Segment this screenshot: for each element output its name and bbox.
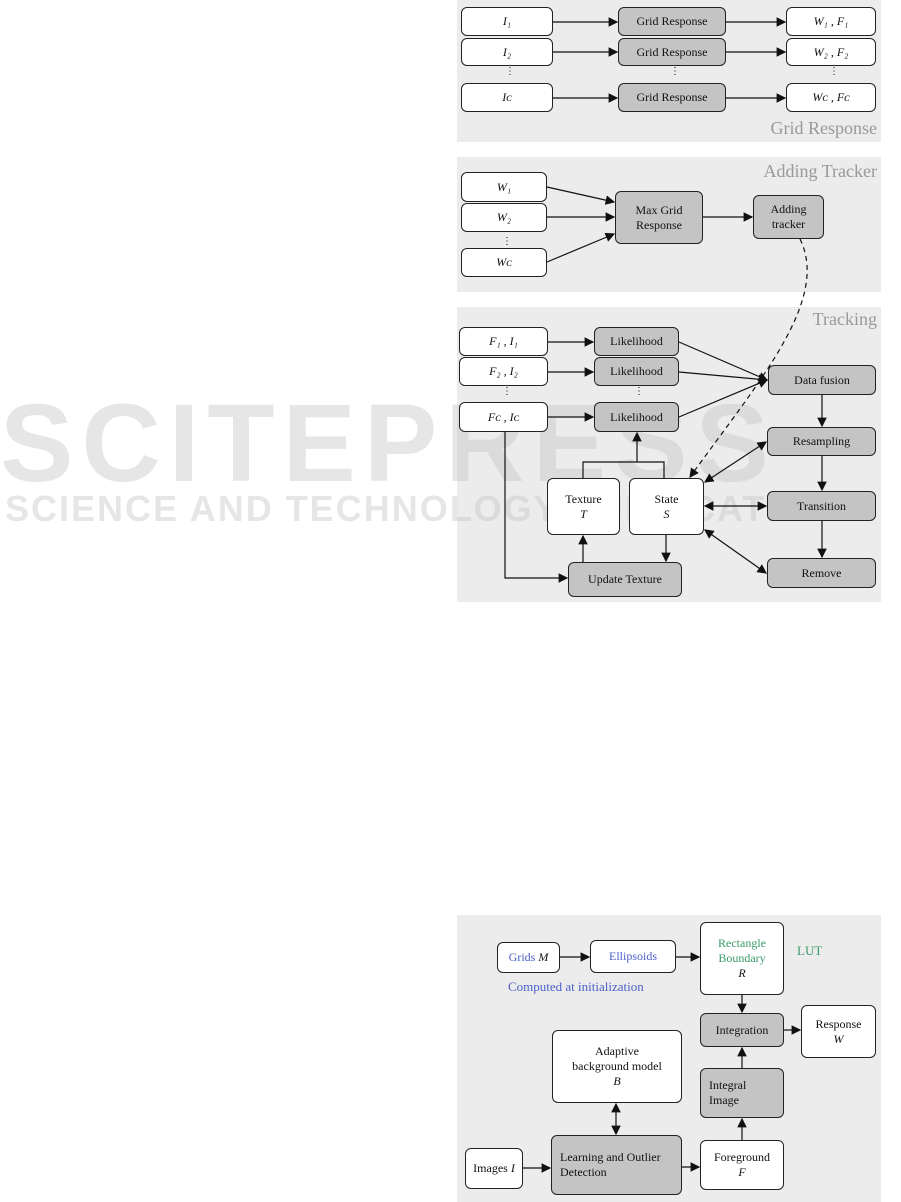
integral-image-box: Integral Image	[700, 1068, 784, 1118]
learning-outlier-box: Learning and Outlier Detection	[551, 1135, 682, 1195]
computed-at-initialization-label: Computed at initialization	[508, 979, 644, 994]
svg-text:⋮: ⋮	[829, 66, 839, 77]
images-label: Images	[473, 1161, 508, 1175]
adding-tracker-title: Adding Tracker	[763, 161, 878, 181]
output-1: W₁ , F₁	[786, 7, 876, 36]
foreground-label: Foreground	[714, 1150, 770, 1164]
texture-symbol: T	[580, 506, 587, 521]
svg-text:⋮: ⋮	[670, 66, 680, 77]
fi-input-2: F₂ , I₂	[459, 357, 548, 386]
response-box: Response W	[801, 1005, 876, 1058]
output-2: W₂ , F₂	[786, 38, 876, 66]
resampling-box: Resampling	[767, 427, 876, 456]
w-input-2: W₂	[461, 203, 547, 232]
update-texture-box: Update Texture	[568, 562, 682, 597]
likelihood-box: Likelihood	[594, 327, 679, 356]
state-symbol: S	[663, 506, 670, 521]
likelihood-box: Likelihood	[594, 402, 679, 432]
ellipsoids-box: Ellipsoids	[590, 940, 676, 973]
fi-input-c: Fᴄ , Iᴄ	[459, 402, 548, 432]
transition-box: Transition	[767, 491, 876, 521]
foreground-symbol: F	[738, 1165, 746, 1179]
fi-input-1: F₁ , I₁	[459, 327, 548, 356]
rectangle-boundary-box: Rectangle Boundary R	[700, 922, 784, 995]
adaptive-background-box: Adaptive background model B	[552, 1030, 682, 1103]
svg-text:⋮: ⋮	[634, 386, 644, 397]
lut-label: LUT	[797, 943, 823, 958]
adding-tracker-box: Adding tracker	[753, 195, 824, 239]
adaptive-background-symbol: B	[613, 1074, 621, 1088]
grid-response-title: Grid Response	[770, 118, 878, 138]
tracking-title: Tracking	[812, 309, 877, 329]
likelihood-box: Likelihood	[594, 357, 679, 386]
grid-response-box: Grid Response	[618, 7, 726, 36]
remove-box: Remove	[767, 558, 876, 588]
input-image-2: I₂	[461, 38, 553, 66]
grids-label: Grids	[508, 950, 536, 964]
rectangle-boundary-symbol: R	[738, 966, 746, 980]
data-fusion-box: Data fusion	[768, 365, 876, 395]
w-input-1: W₁	[461, 172, 547, 202]
input-image-c: Iᴄ	[461, 83, 553, 112]
adaptive-background-label: Adaptive background model	[572, 1044, 662, 1073]
texture-label: Texture	[565, 491, 602, 506]
state-label: State	[654, 491, 679, 506]
input-image-1: I₁	[461, 7, 553, 36]
images-box: Images I	[465, 1148, 523, 1189]
max-grid-response-box: Max Grid Response	[615, 191, 703, 244]
response-label: Response	[815, 1016, 862, 1031]
grid-response-box: Grid Response	[618, 83, 726, 112]
texture-box: Texture T	[547, 478, 620, 535]
svg-text:⋮: ⋮	[502, 386, 512, 397]
images-symbol: I	[510, 1161, 515, 1175]
foreground-box: Foreground F	[700, 1140, 784, 1190]
grid-response-box: Grid Response	[618, 38, 726, 66]
w-input-c: Wᴄ	[461, 248, 547, 277]
output-c: Wᴄ , Fᴄ	[786, 83, 876, 112]
state-box: State S	[629, 478, 704, 535]
rectangle-boundary-label: Rectangle Boundary	[718, 936, 766, 965]
grids-symbol: M	[538, 950, 549, 964]
svg-text:⋮: ⋮	[505, 66, 515, 77]
integration-box: Integration	[700, 1013, 784, 1047]
response-symbol: W	[833, 1031, 844, 1046]
grids-box: Grids M	[497, 942, 560, 973]
svg-text:⋮: ⋮	[502, 236, 512, 247]
